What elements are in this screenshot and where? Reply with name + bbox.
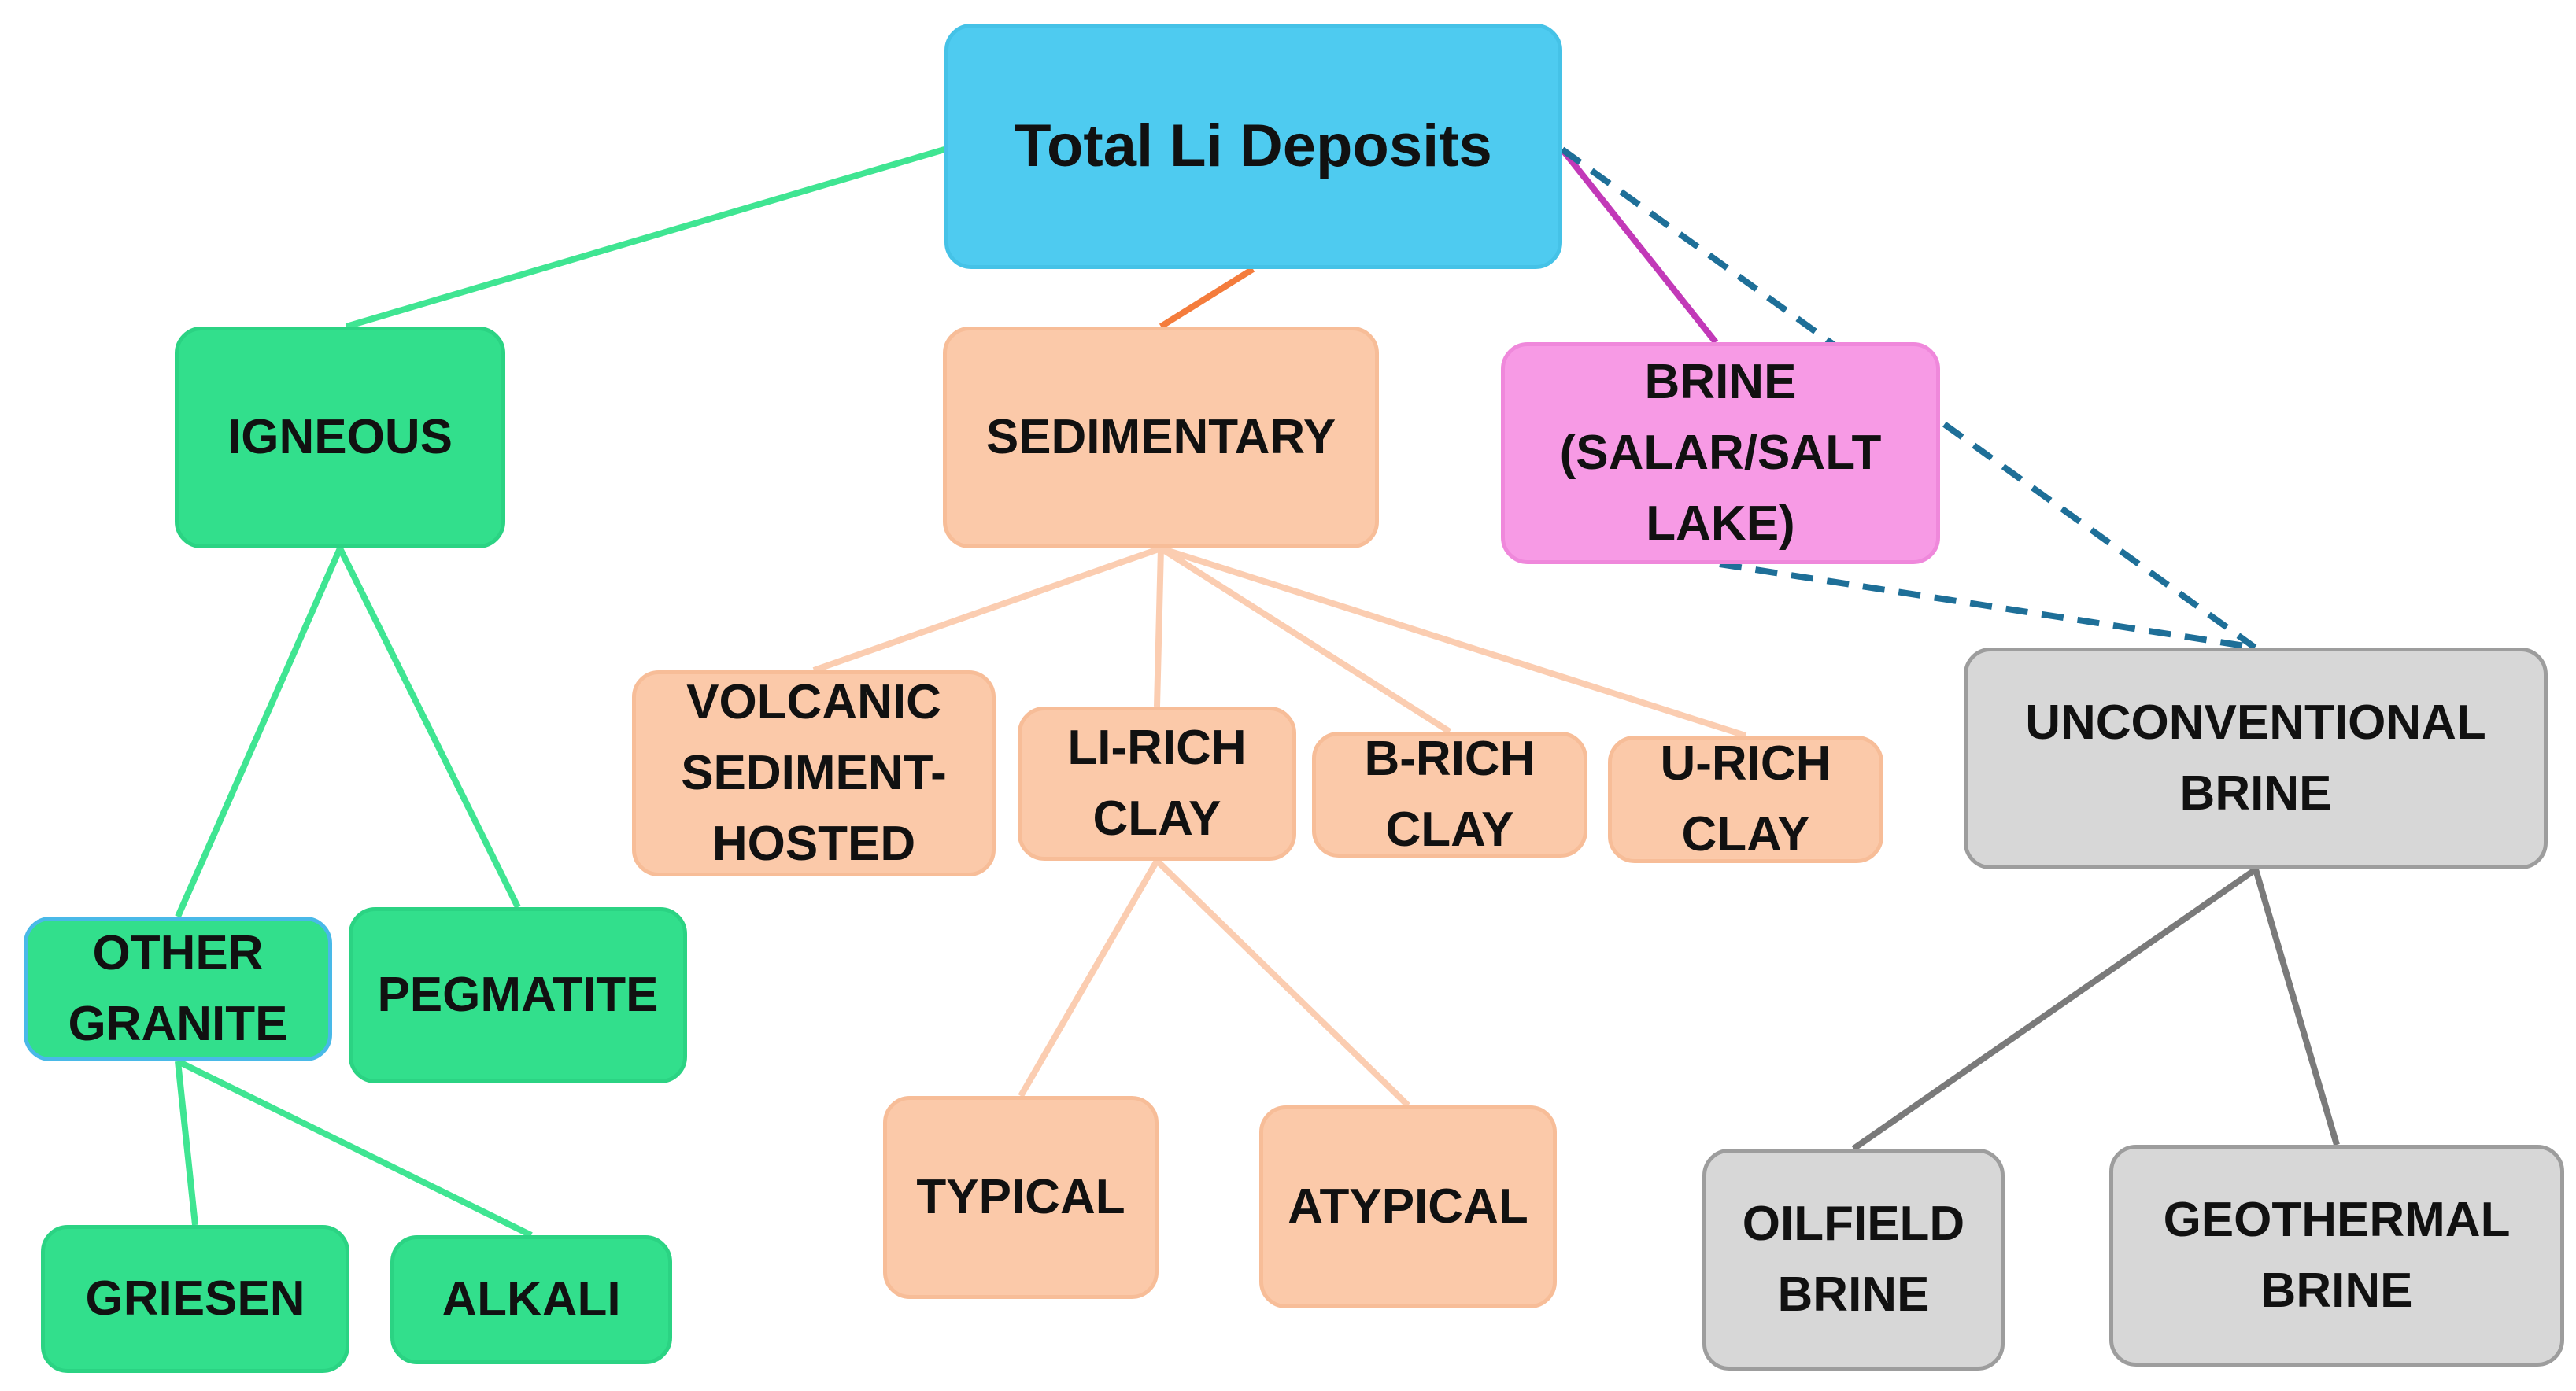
node-alkali: ALKALI [390, 1235, 672, 1364]
edge-sedimentary-urich [1159, 545, 1747, 739]
node-li-rich-clay: LI-RICH CLAY [1018, 707, 1296, 861]
node-pegmatite: PEGMATITE [349, 907, 687, 1083]
node-atypical: ATYPICAL [1259, 1105, 1557, 1308]
node-typical: TYPICAL [883, 1096, 1159, 1299]
node-u-rich-clay: U-RICH CLAY [1608, 736, 1883, 863]
node-total-li-deposits: Total Li Deposits [944, 24, 1562, 269]
node-sedimentary: SEDIMENTARY [943, 327, 1379, 548]
node-geothermal-brine: GEOTHERMAL BRINE [2109, 1145, 2564, 1367]
edge-sedimentary-volcanic [812, 545, 1162, 673]
edge-root-sedimentary [1159, 266, 1255, 330]
edge-lirich-atypical [1155, 858, 1410, 1108]
edge-igneous-pegmatite [337, 547, 521, 909]
node-unconventional-brine: UNCONVENTIONAL BRINE [1964, 648, 2548, 869]
node-other-granite: OTHER GRANITE [24, 917, 332, 1061]
edge-sedimentary-brich [1159, 545, 1452, 735]
edge-unconventional-geothermal [2253, 868, 2340, 1146]
node-brine-salar-salt-lake: BRINE (SALAR/SALT LAKE) [1501, 342, 1940, 564]
edge-root-brine [1559, 147, 1719, 345]
node-griesen: GRIESEN [41, 1225, 349, 1373]
node-volcanic-sediment-hosted: VOLCANIC SEDIMENT- HOSTED [632, 670, 996, 876]
node-oilfield-brine: OILFIELD BRINE [1702, 1149, 2005, 1371]
edge-igneous-othergranite [175, 547, 343, 918]
edge-othergranite-alkali [176, 1058, 533, 1238]
edge-root-igneous [345, 146, 946, 330]
edge-sedimentary-lirich [1154, 548, 1164, 707]
edge-unconventional-oilfield [1851, 866, 2258, 1152]
edge-brine-unconventional-dashed [1719, 561, 2256, 651]
node-igneous: IGNEOUS [175, 327, 505, 548]
edge-othergranite-griesen [175, 1061, 198, 1226]
node-b-rich-clay: B-RICH CLAY [1312, 732, 1587, 858]
edge-lirich-typical [1018, 858, 1160, 1098]
